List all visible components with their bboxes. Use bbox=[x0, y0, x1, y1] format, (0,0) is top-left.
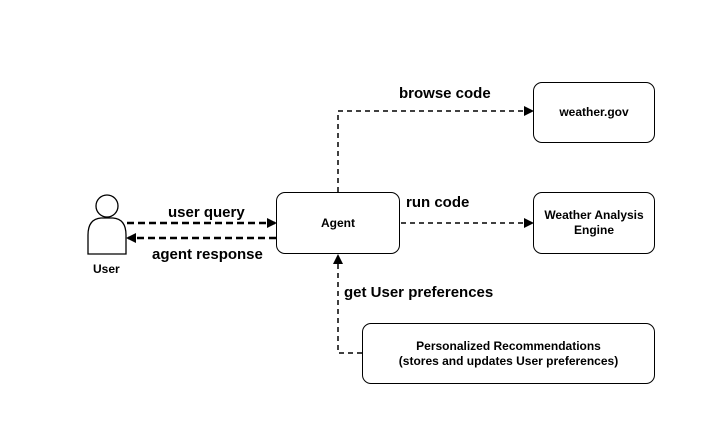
get-preferences-label: get User preferences bbox=[344, 284, 494, 301]
user-label: User bbox=[93, 262, 120, 276]
browse-code-label: browse code bbox=[399, 85, 491, 102]
user-icon bbox=[87, 194, 127, 255]
agent-label: Agent bbox=[321, 215, 355, 230]
analysis-engine-node: Weather Analysis Engine bbox=[533, 192, 655, 254]
weather-gov-label: weather.gov bbox=[559, 105, 629, 119]
recommendations-label-line1: Personalized Recommendations bbox=[416, 338, 601, 353]
get-preferences-arrow bbox=[333, 254, 362, 354]
browse-code-arrow bbox=[337, 106, 534, 192]
recommendations-node: Personalized Recommendations (stores and… bbox=[362, 323, 655, 384]
run-code-label: run code bbox=[406, 194, 470, 211]
weather-gov-node: weather.gov bbox=[533, 82, 655, 143]
agent-node: Agent bbox=[276, 192, 400, 254]
agent-response-label: agent response bbox=[152, 246, 263, 263]
analysis-engine-label-line2: Engine bbox=[573, 223, 614, 237]
recommendations-label-line2: (stores and updates User preferences) bbox=[398, 353, 619, 368]
user-query-label: user query bbox=[168, 204, 245, 221]
analysis-engine-label-line1: Weather Analysis bbox=[544, 208, 644, 222]
